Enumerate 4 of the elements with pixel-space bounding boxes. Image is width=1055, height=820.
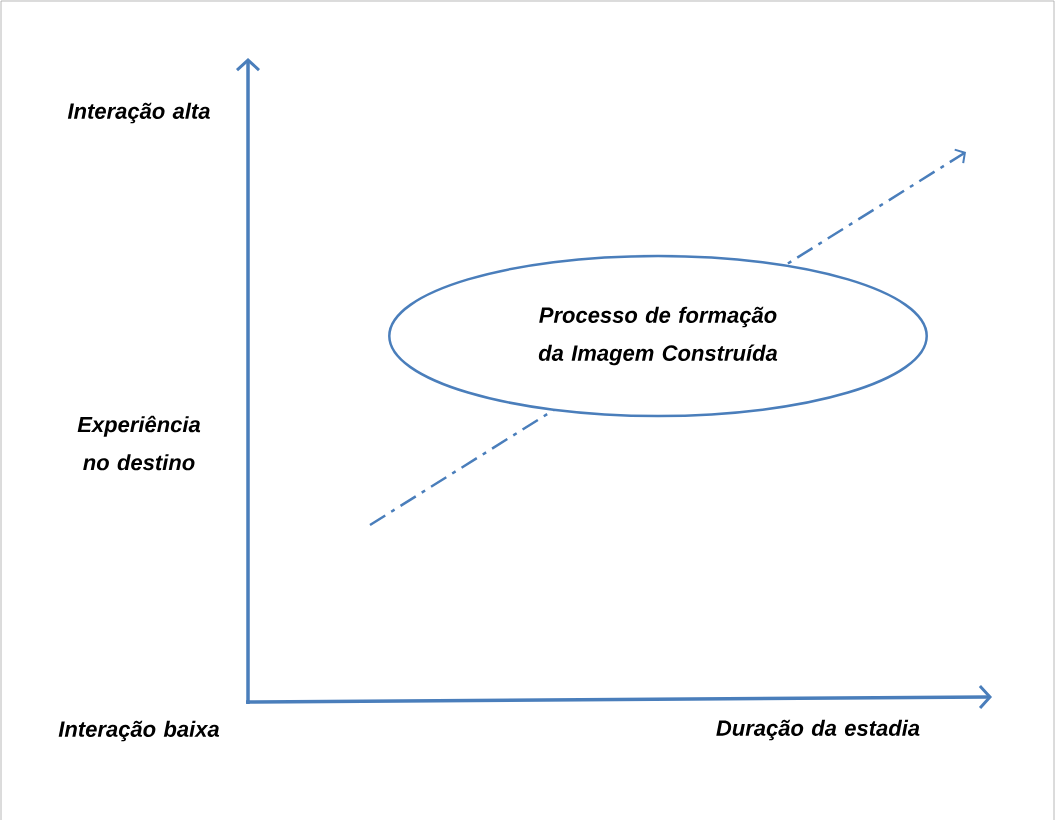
- axis-label: Duração da estadia: [716, 719, 920, 741]
- axis-label: Interação alta: [67, 102, 210, 124]
- axis-label: Experiência no destino: [77, 415, 201, 471]
- axis-label: Interação baixa: [58, 720, 220, 742]
